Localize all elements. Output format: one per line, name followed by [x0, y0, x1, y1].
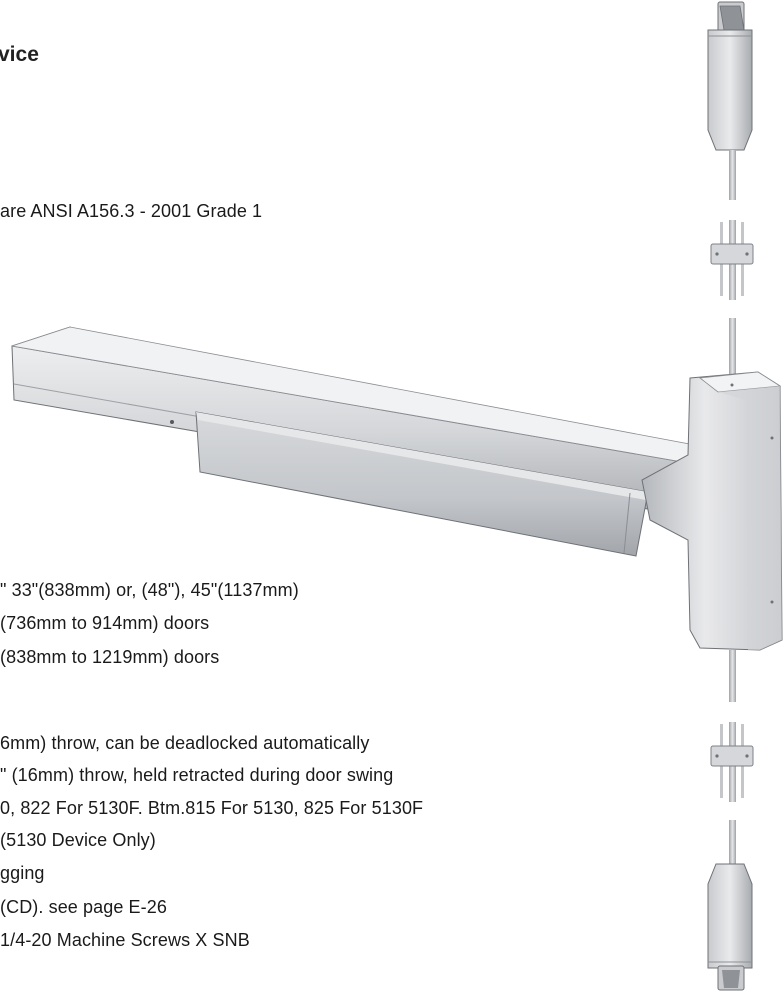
feature-line: 1/4-20 Machine Screws X SNB	[0, 930, 250, 950]
upper-rod	[729, 150, 736, 200]
top-latch-bolt-face	[719, 5, 745, 31]
feature-line: (5130 Device Only)	[0, 830, 156, 850]
lower-rod-guide	[710, 722, 754, 802]
feature-line: 0, 822 For 5130F. Btm.815 For 5130, 825 …	[0, 798, 424, 818]
feature-line: gging	[0, 863, 45, 883]
bottom-latch	[707, 863, 753, 991]
feature-line: " (16mm) throw, held retracted during do…	[0, 765, 394, 785]
upper-rod-guide	[710, 220, 754, 300]
size-line: (736mm to 914mm) doors	[0, 613, 210, 633]
top-latch	[707, 1, 753, 151]
bottom-rod	[729, 820, 736, 864]
heading: vice	[0, 43, 39, 66]
feature-line: 6mm) throw, can be deadlocked automatica…	[0, 733, 370, 753]
middle-upper-rod	[729, 318, 736, 380]
chassis	[641, 371, 783, 651]
lower-rod	[729, 650, 736, 702]
size-line: " 33"(838mm) or, (48"), 45"(1137mm)	[0, 580, 299, 600]
bottom-latch-body	[707, 863, 753, 969]
standard-line: are ANSI A156.3 - 2001 Grade 1	[0, 201, 263, 221]
size-line: (838mm to 1219mm) doors	[0, 647, 220, 667]
push-bar	[11, 326, 701, 557]
push-bar-screw	[170, 420, 174, 424]
feature-line: (CD). see page E-26	[0, 897, 167, 917]
top-latch-body	[707, 29, 753, 151]
